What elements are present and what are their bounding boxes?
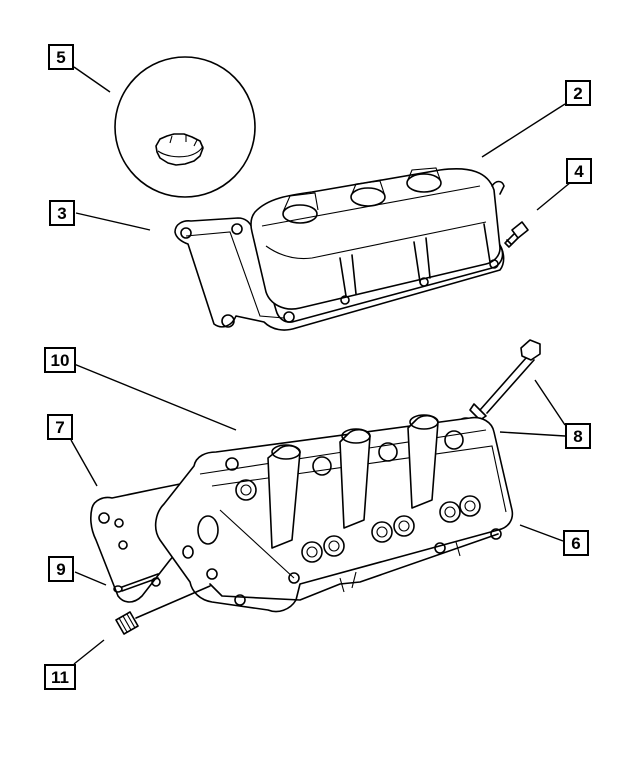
- oil-filler-cap: [114, 56, 256, 198]
- leader-4: [536, 181, 572, 211]
- callout-7: 7: [47, 414, 73, 440]
- leader-lines: [70, 66, 572, 665]
- callout-2: 2: [565, 80, 591, 106]
- callout-6: 6: [563, 530, 589, 556]
- detail-circle: [114, 56, 256, 198]
- callout-11: 11: [44, 664, 76, 690]
- valve-springs: [235, 430, 481, 563]
- leader-5: [73, 66, 111, 93]
- leader-3: [75, 212, 151, 231]
- cover-bolt: [504, 221, 529, 248]
- callout-10: 10: [44, 347, 76, 373]
- head-bolt: [457, 339, 541, 431]
- leader-10: [73, 363, 237, 431]
- leader-8b: [499, 431, 566, 437]
- plug-pin: [113, 573, 159, 593]
- callout-9: 9: [48, 556, 74, 582]
- callout-4: 4: [566, 158, 592, 184]
- callout-3: 3: [49, 200, 75, 226]
- callout-5: 5: [48, 44, 74, 70]
- valve-cover: [174, 167, 505, 331]
- callout-8: 8: [565, 423, 591, 449]
- leader-11: [73, 639, 105, 665]
- leader-6: [519, 524, 564, 542]
- threaded-plug: [115, 585, 211, 635]
- leader-8a: [534, 379, 566, 426]
- leader-7: [70, 439, 98, 487]
- cylinder-head: [90, 414, 514, 613]
- leader-9: [74, 571, 107, 586]
- leader-2: [481, 103, 566, 158]
